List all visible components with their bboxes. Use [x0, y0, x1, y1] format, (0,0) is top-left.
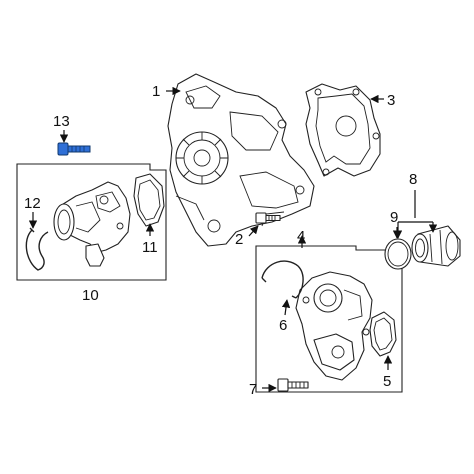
part-6-seal-ring[interactable]	[261, 260, 304, 299]
callout-3: 3	[387, 92, 395, 109]
callout-12: 12	[24, 195, 41, 212]
part-3-gasket[interactable]	[305, 83, 381, 177]
callout-10: 10	[82, 287, 99, 304]
callout-4: 4	[297, 228, 305, 245]
part-5-gasket[interactable]	[369, 311, 397, 357]
callout-5: 5	[383, 373, 391, 390]
callout-7: 7	[249, 381, 257, 398]
callout-8: 8	[409, 171, 417, 188]
part-7-bolt[interactable]	[277, 378, 309, 392]
part-9-o-ring[interactable]	[384, 238, 412, 270]
leader-lines	[28, 86, 438, 393]
part-1-front-cover[interactable]	[167, 73, 315, 247]
part-2-bolt[interactable]	[255, 212, 281, 224]
callout-6: 6	[279, 317, 287, 334]
part-13-bolt[interactable]	[57, 142, 91, 156]
callout-2: 2	[235, 231, 243, 248]
callout-9: 9	[390, 209, 398, 226]
part-10-thermostat-housing[interactable]	[53, 181, 131, 267]
callout-1: 1	[152, 83, 160, 100]
part-12-clip[interactable]	[25, 227, 49, 271]
callout-13: 13	[53, 113, 70, 130]
part-4-water-pump[interactable]	[295, 271, 373, 381]
part-8-connector[interactable]	[411, 225, 461, 267]
group-box-10	[16, 163, 167, 281]
part-11-seal[interactable]	[133, 173, 165, 227]
callout-11: 11	[142, 239, 158, 256]
